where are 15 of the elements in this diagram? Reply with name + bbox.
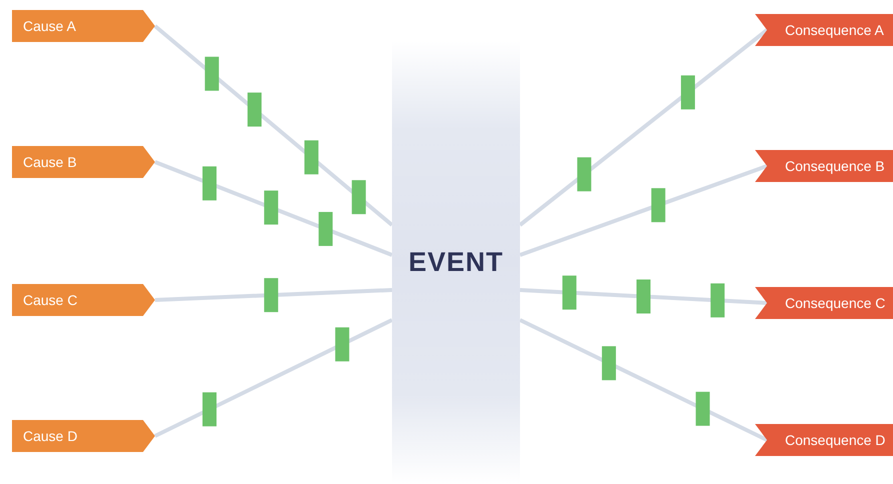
connector-line (154, 288, 392, 302)
connector-line (518, 28, 768, 227)
cause-tag: Cause B (12, 146, 155, 178)
cause-tag: Cause D (12, 420, 155, 452)
consequence-tag: Consequence C (755, 287, 893, 319)
connector-line (154, 160, 393, 257)
connector-line (154, 318, 393, 438)
consequence-tag: Consequence A (755, 14, 893, 46)
cause-tag: Cause C (12, 284, 155, 316)
connector-line (519, 164, 768, 257)
connector-line (520, 288, 768, 305)
cause-tag: Cause A (12, 10, 155, 42)
consequence-tag: Consequence D (755, 424, 893, 456)
consequence-tag: Consequence B (755, 150, 893, 182)
connector-line (519, 318, 768, 442)
